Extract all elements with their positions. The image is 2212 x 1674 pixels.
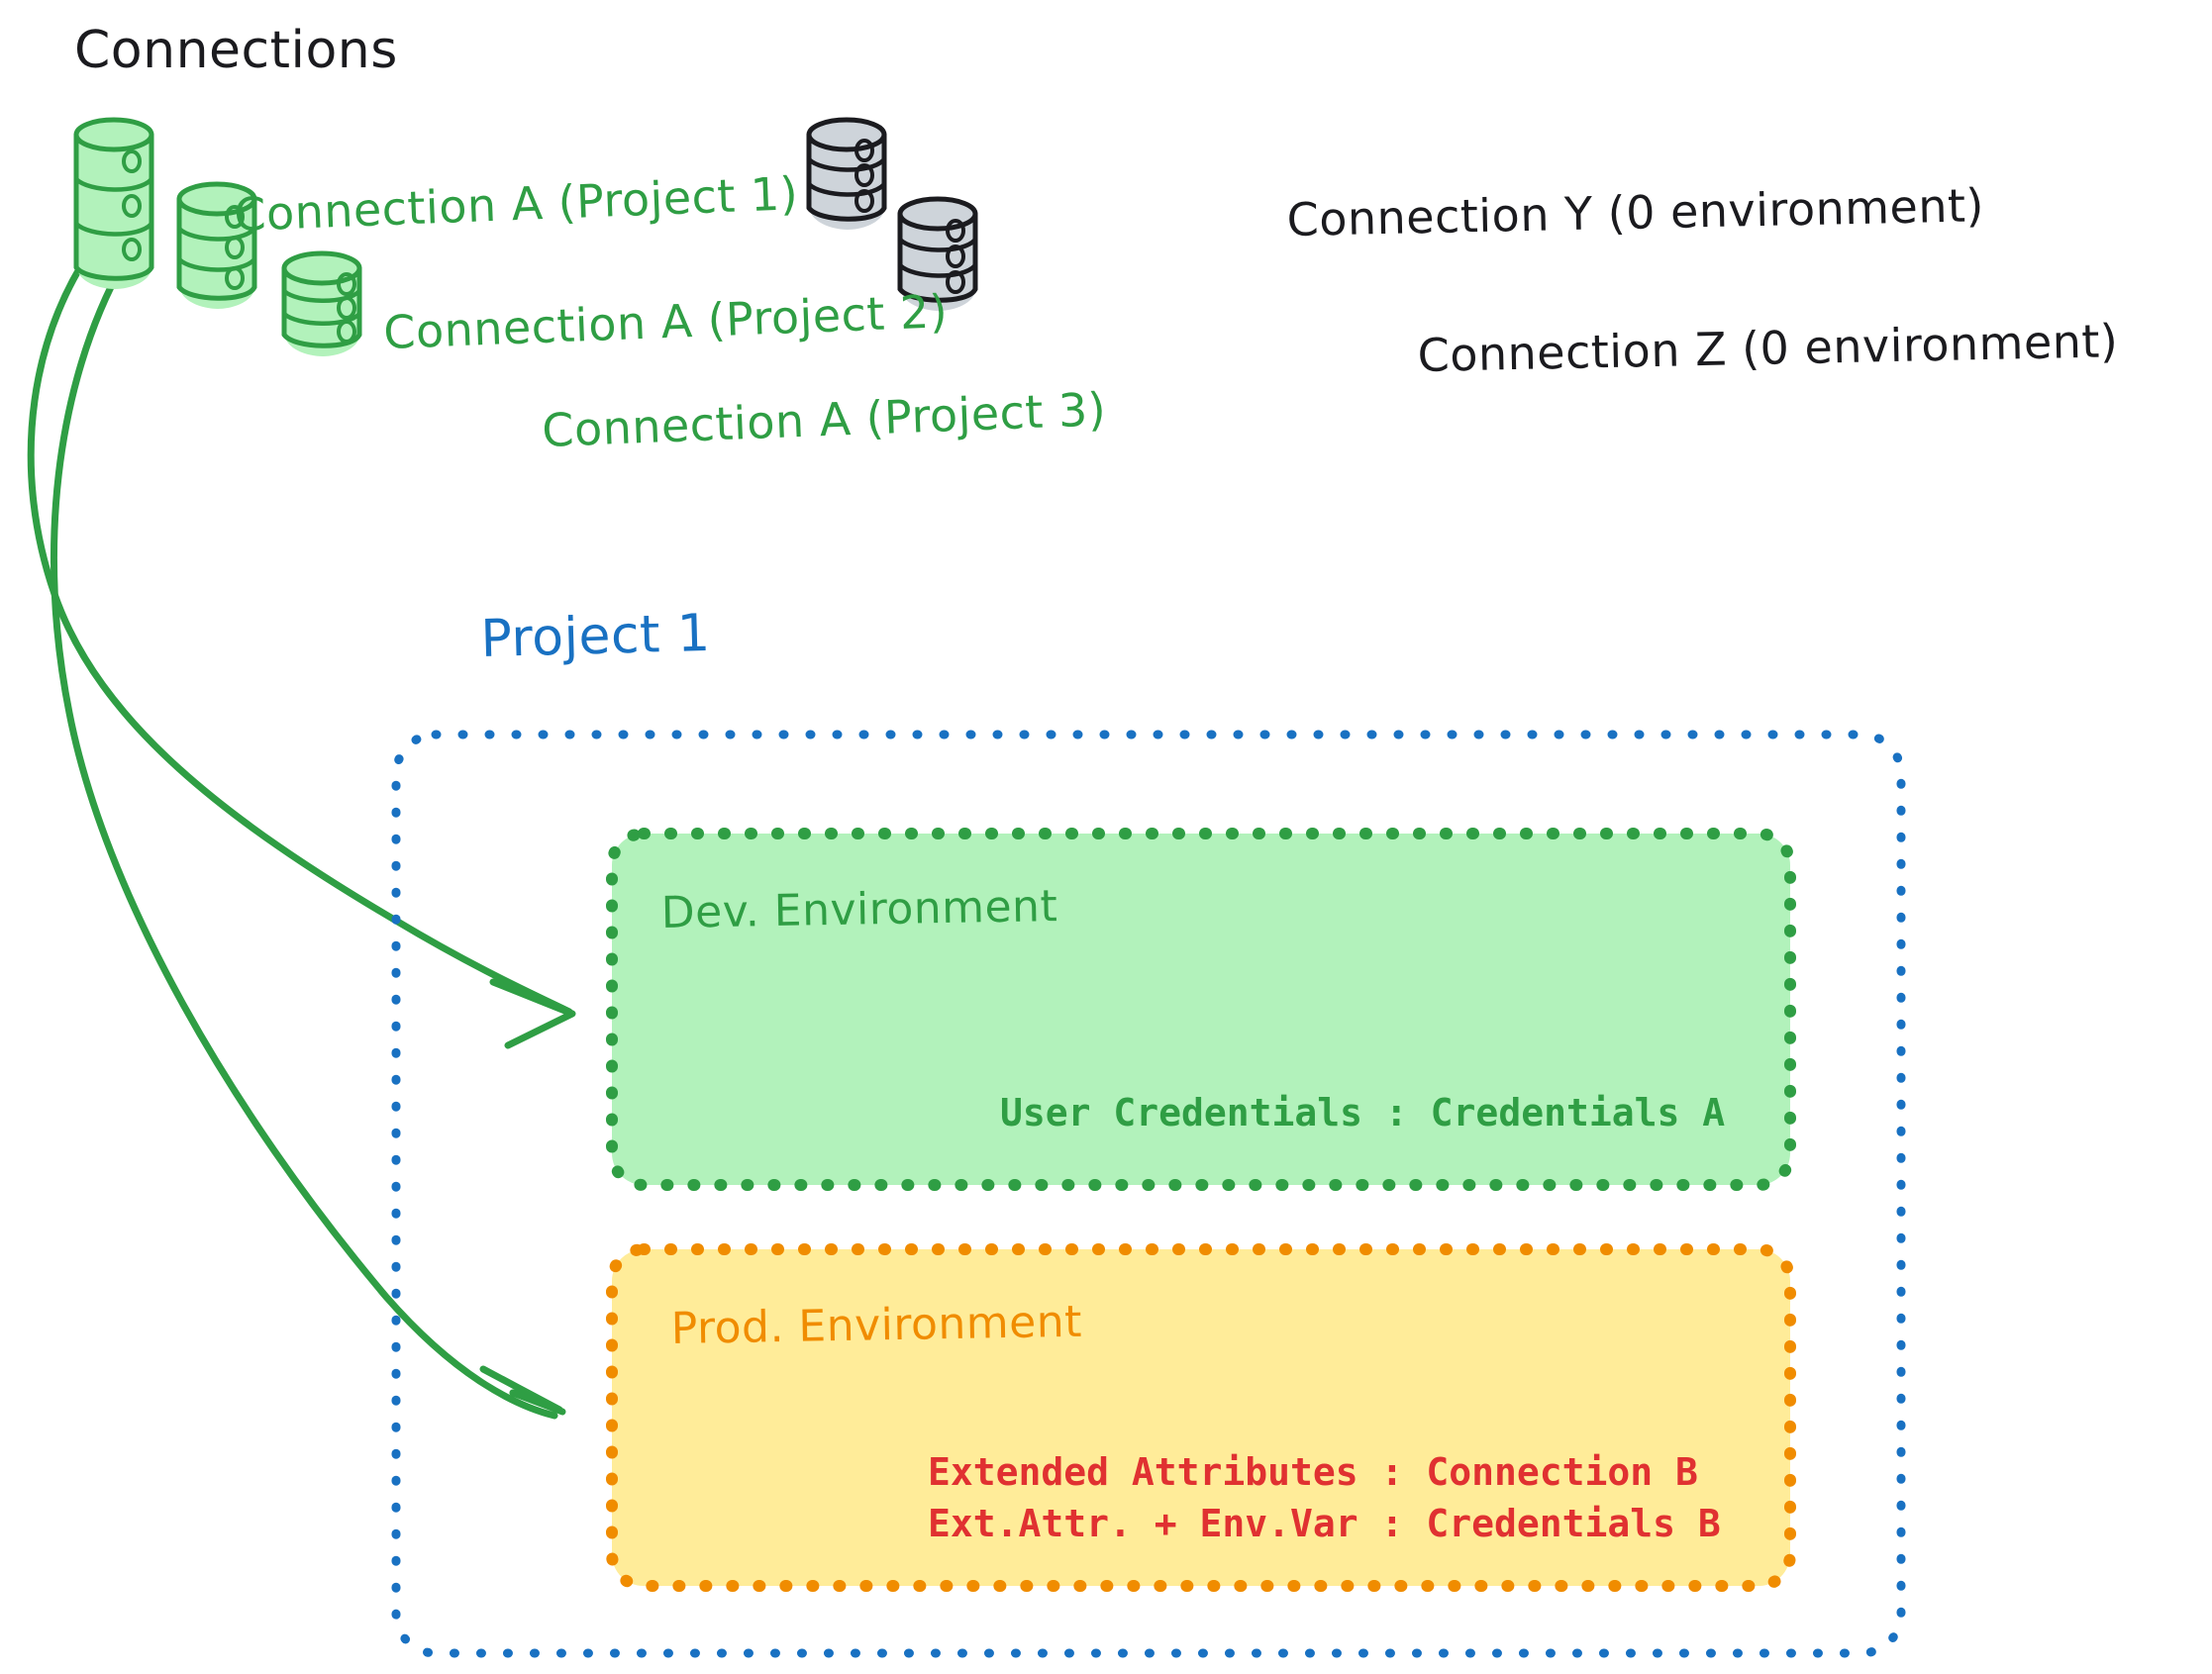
prod-environment-box xyxy=(606,1243,1796,1592)
connection-label-a-project-2: Connection A (Project 2) xyxy=(382,284,949,359)
database-icon-connection-y xyxy=(806,117,887,230)
dev-environment-box xyxy=(606,828,1796,1191)
connection-label-a-project-1: Connection A (Project 1) xyxy=(233,166,799,242)
prod-environment-entry-1: Ext.Attr. + Env.Var : Credentials B xyxy=(928,1502,1721,1545)
arrow-conn-a-to-dev xyxy=(27,229,576,1049)
database-icon-connection-a-project-2 xyxy=(176,181,257,309)
database-icon-connection-z xyxy=(897,196,978,311)
dev-environment-title: Dev. Environment xyxy=(660,881,1057,938)
prod-environment-entry-0: Extended Attributes : Connection B xyxy=(928,1450,1698,1494)
prod-environment-title: Prod. Environment xyxy=(670,1297,1082,1354)
project-title: Project 1 xyxy=(480,604,712,669)
project-1-boundary xyxy=(391,730,1906,1658)
database-icon-connection-a-project-1 xyxy=(73,117,154,289)
connection-label-z: Connection Z (0 environment) xyxy=(1417,314,2119,382)
connection-label-y: Connection Y (0 environment) xyxy=(1286,178,1984,246)
database-icon-connection-a-project-3 xyxy=(281,250,362,356)
arrow-conn-a-to-prod xyxy=(50,258,566,1420)
page-title: Connections xyxy=(74,21,398,80)
dev-environment-entry-0: User Credentials : Credentials A xyxy=(1000,1091,1725,1134)
connection-label-a-project-3: Connection A (Project 3) xyxy=(541,382,1107,457)
